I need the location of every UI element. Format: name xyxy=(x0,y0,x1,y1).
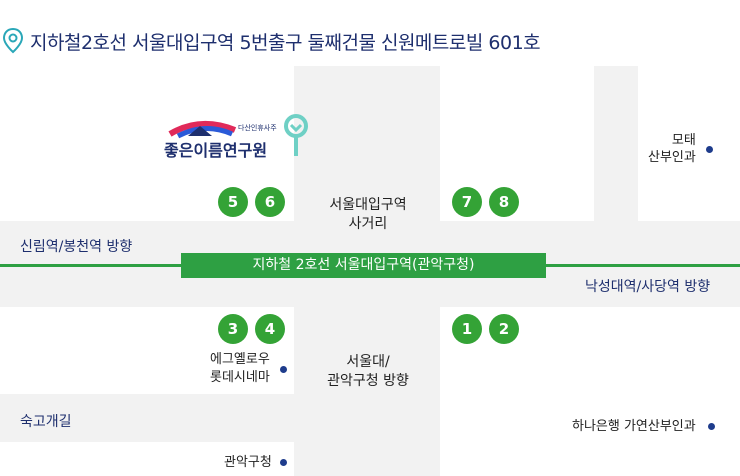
toward-sillim-label: 신림역/봉천역 방향 xyxy=(20,239,133,255)
exit-5: 5 xyxy=(218,187,248,217)
gwanak-label: 관악구청 xyxy=(224,451,287,470)
motel-text: 모태 산부인과 xyxy=(648,133,696,165)
map-marker-icon xyxy=(284,114,308,156)
location-pin-icon xyxy=(2,28,24,54)
hana-marker-icon xyxy=(707,423,715,430)
exit-2: 2 xyxy=(489,314,519,344)
exit-4: 4 xyxy=(255,314,285,344)
vertical-road-lower-center xyxy=(294,307,440,476)
motel-marker-icon xyxy=(705,145,713,153)
location-map: 좋은이름연구원 다산인휴사주 지하철 2호선 서울대입구역(관악구청) 5 6 … xyxy=(0,66,740,476)
gwanak-text: 관악구청 xyxy=(224,455,272,470)
vertical-road-center xyxy=(294,66,440,221)
address-title: 지하철2호선 서울대입구역 5번출구 둘째건물 신원메트로빌 601호 xyxy=(30,32,541,54)
station-label: 지하철 2호선 서울대입구역(관악구청) xyxy=(181,253,546,278)
sukgo-road-label: 숙고개길 xyxy=(20,414,72,430)
vertical-road-right xyxy=(594,66,638,221)
header: 지하철2호선 서울대입구역 5번출구 둘째건물 신원메트로빌 601호 xyxy=(0,0,740,66)
logo-subtext: 다산인휴사주 xyxy=(238,123,277,132)
logo-text: 좋은이름연구원 xyxy=(164,141,267,160)
intersection-label: 서울대입구역 사거리 xyxy=(329,197,407,232)
exit-8: 8 xyxy=(489,187,519,217)
exit-1: 1 xyxy=(452,314,482,344)
sukgo-road xyxy=(0,394,294,442)
exit-6: 6 xyxy=(255,187,285,217)
toward-snu-label: 서울대/ 관악구청 방향 xyxy=(327,354,409,389)
exit-7: 7 xyxy=(452,187,482,217)
toward-nakseongdae-label: 낙성대역/사당역 방향 xyxy=(585,279,711,295)
hana-label: 하나은행 가연산부인과 xyxy=(572,415,715,434)
egyellou-marker-icon xyxy=(279,365,287,373)
gwanak-marker-icon xyxy=(279,459,287,466)
egyellou-text: 에그옐로우 롯데시네마 xyxy=(210,352,270,385)
motel-label: 모태 산부인과 xyxy=(648,132,713,166)
company-logo: 좋은이름연구원 다산인휴사주 xyxy=(164,120,277,160)
exit-3: 3 xyxy=(218,314,248,344)
hana-text: 하나은행 가연산부인과 xyxy=(572,419,696,434)
egyellou-label: 에그옐로우 롯데시네마 xyxy=(210,351,287,387)
